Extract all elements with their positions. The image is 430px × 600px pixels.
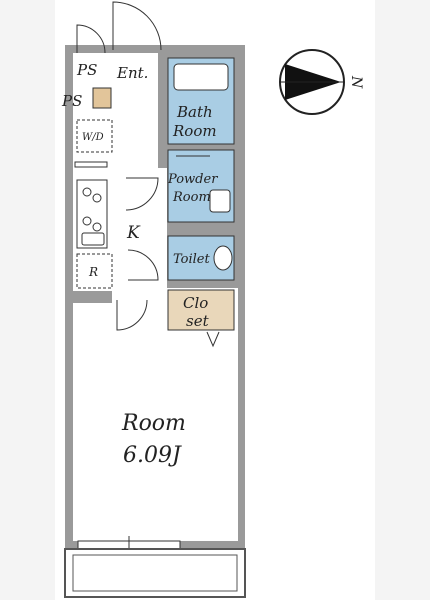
closet-label-line2: set <box>186 312 210 330</box>
room-label-line1: Room <box>121 411 186 436</box>
bath-label-line2: Room <box>172 122 217 140</box>
stove-burner-icon <box>82 216 92 226</box>
powder-label-line2: Room <box>172 190 211 205</box>
ps-top-label: PS <box>76 61 97 79</box>
stove-burner-icon <box>92 193 102 203</box>
ps-shaft <box>92 87 112 109</box>
bath-door-swing <box>125 177 159 211</box>
shoe-shelf <box>74 161 108 168</box>
toilet-door-swing <box>127 249 159 281</box>
kitchen-label: K <box>126 223 141 243</box>
room-label-line2: 6.09J <box>123 443 182 468</box>
washer-label: W/D <box>82 132 104 143</box>
bathtub-icon <box>173 63 229 91</box>
left-margin-band <box>0 0 55 600</box>
toilet-bowl-icon <box>213 245 233 271</box>
entrance-label: Ent. <box>116 64 148 82</box>
balcony <box>64 548 246 598</box>
ps-door-swing <box>76 24 106 54</box>
powder-label-line1: Powder <box>167 172 218 187</box>
fridge-space <box>76 253 113 289</box>
bath-label-line1: Bath <box>176 103 213 121</box>
fridge-label: R <box>88 265 98 279</box>
toilet-label: Toilet <box>173 252 210 267</box>
closet-label-line1: Clo <box>183 294 208 312</box>
north-label: N <box>348 75 364 89</box>
washer-space <box>76 119 113 153</box>
sink-icon <box>209 189 231 213</box>
closet <box>167 289 235 331</box>
entrance-area <box>73 53 158 173</box>
ps-left-label: PS <box>61 92 82 110</box>
right-margin-band <box>375 0 430 600</box>
toilet-room <box>167 235 235 281</box>
closet-door-mark <box>206 331 220 348</box>
stove-burner-icon <box>82 187 92 197</box>
kitchen-sink-icon <box>81 232 105 246</box>
entrance-door-swing <box>112 1 162 51</box>
compass-north-arrow-icon <box>279 49 345 115</box>
room-door-swing <box>116 299 148 331</box>
balcony-rail <box>72 554 238 592</box>
main-room-floor <box>73 303 238 541</box>
stove-burner-icon <box>92 222 102 232</box>
